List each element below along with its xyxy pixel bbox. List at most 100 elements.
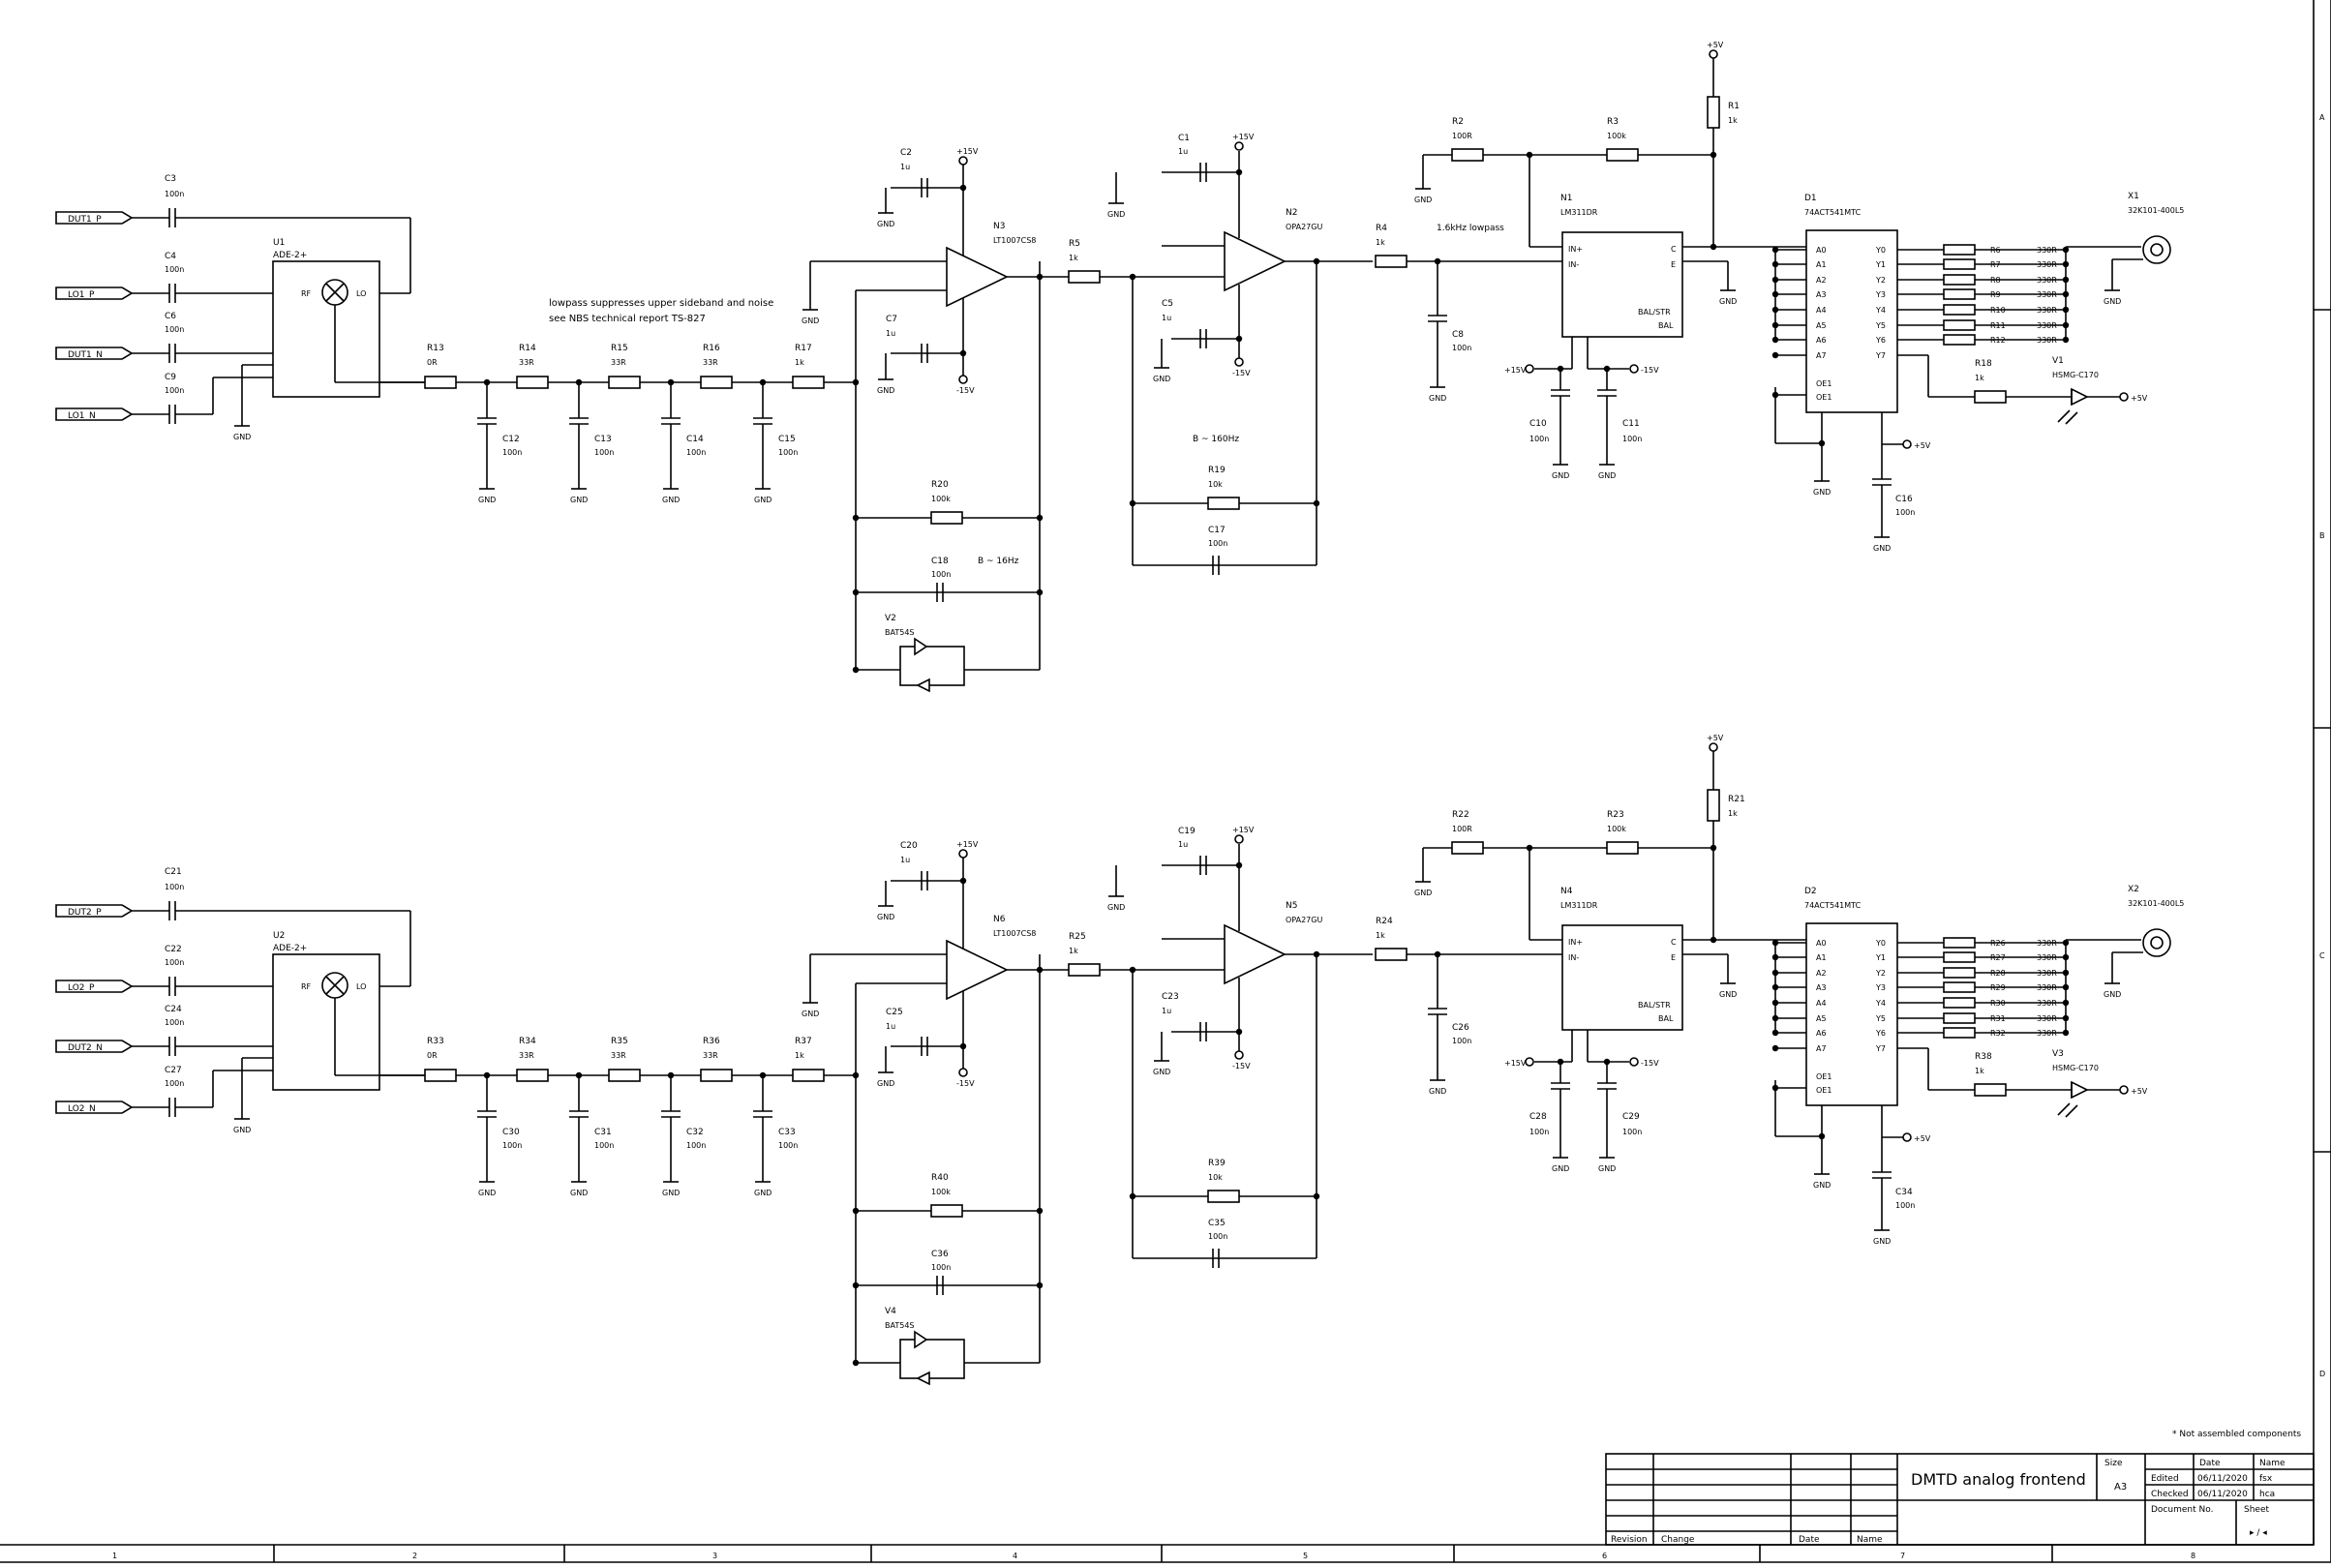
pin-label: A6 [1816, 1029, 1827, 1038]
ref-label: D2 [1804, 887, 1817, 896]
decoupling-capacitor [1199, 329, 1207, 348]
pin-label: Y2 [1875, 969, 1886, 978]
power-port-icon [1234, 357, 1244, 367]
value-label: 100n [1452, 1037, 1471, 1045]
diode-pair-icon [899, 646, 965, 686]
value-label: 330R [2037, 246, 2057, 255]
ladder-capacitor [477, 1110, 497, 1118]
value-label: OPA27GU [1286, 223, 1322, 231]
ref-label: R37 [795, 1037, 812, 1046]
power-label: -15V [1232, 369, 1251, 377]
ref-label: R12 [1990, 336, 2006, 345]
edited-label: Edited [2151, 1474, 2179, 1484]
power-port-icon [2119, 392, 2129, 402]
value-label: 74ACT541MTC [1804, 901, 1862, 910]
power-port-icon [958, 156, 968, 166]
power-label: -15V [956, 386, 975, 395]
ref-label: R38 [1975, 1052, 1992, 1062]
ref-label: R8 [1990, 276, 2001, 285]
value-label: 100R [1452, 132, 1472, 140]
pin-label: LO [356, 289, 366, 298]
led-emission-arrow [2057, 1102, 2071, 1116]
ref-label: R16 [703, 344, 720, 353]
value-label: 100R [1452, 825, 1472, 833]
output-resistor [1943, 937, 1976, 949]
gnd-label: GND [1552, 1164, 1569, 1173]
lowpass-note-line1: lowpass suppresses upper sideband and no… [549, 298, 773, 309]
row-label: B [2319, 531, 2325, 540]
ref-label: C10 [1529, 419, 1547, 429]
value-label: 100n [1895, 508, 1915, 517]
column-label: 8 [2191, 1552, 2195, 1560]
value-label: HSMG-C170 [2052, 371, 2099, 379]
junction-dot [1036, 273, 1044, 281]
value-label: HSMG-C170 [2052, 1064, 2099, 1072]
ladder-resistor [700, 1069, 733, 1082]
junction-dot [1129, 966, 1136, 974]
junction-dot [852, 588, 860, 596]
ref-label: N3 [993, 222, 1005, 231]
value-label: 330R [2037, 983, 2057, 992]
value-label: 330R [2037, 1014, 2057, 1023]
ladder-resistor [516, 1069, 549, 1082]
value-label: BAT54S [885, 628, 914, 637]
value-label: 100n [1622, 1128, 1642, 1136]
gnd-label: GND [570, 1189, 588, 1197]
decoupling-capacitor [1199, 163, 1207, 182]
port-label: DUT1_N [68, 350, 103, 360]
gnd-label: GND [1873, 1237, 1891, 1246]
ladder-resistor [608, 1069, 641, 1082]
ref-label: C3 [165, 174, 176, 184]
decoupling-capacitor [1597, 389, 1617, 397]
row-label: C [2319, 951, 2325, 960]
input-capacitor [168, 977, 176, 996]
gnd-label: GND [1107, 903, 1125, 912]
ref-label: R9 [1990, 290, 2001, 299]
edited-name: fsx [2259, 1474, 2273, 1484]
pin-label: OE1 [1816, 1086, 1832, 1095]
value-label: 330R [2037, 276, 2057, 285]
value-label: 100n [502, 1141, 522, 1150]
size-value: A3 [2114, 1482, 2127, 1493]
output-resistor [1943, 951, 1976, 963]
ref-label: R2 [1452, 117, 1464, 127]
gnd-label: GND [233, 433, 251, 441]
value-label: LM311DR [1560, 208, 1598, 217]
gnd-label: GND [1414, 889, 1432, 897]
pin-label: IN- [1568, 953, 1579, 962]
junction-dot [852, 514, 860, 522]
feedback-capacitor [1212, 556, 1220, 575]
power-label: +5V [2131, 1087, 2148, 1096]
diode-icon [914, 1330, 928, 1349]
value-label: 100n [1452, 344, 1471, 352]
ref-label: R5 [1069, 239, 1080, 249]
power-port-icon [1234, 1050, 1244, 1060]
ref-label: C17 [1208, 526, 1226, 535]
value-label: 100k [1607, 825, 1626, 833]
ladder-resistor [608, 376, 641, 389]
column-label: 1 [112, 1552, 117, 1560]
decoupling-capacitor [921, 871, 928, 890]
value-label: 1u [1162, 314, 1171, 322]
lp-label: 1.6kHz lowpass [1437, 224, 1504, 233]
channel-1: DUT1_PC3100nLO1_PC4100nDUT1_NC6100nLO1_N… [55, 41, 2184, 693]
value-label: 100n [1208, 539, 1227, 548]
ref-label: C12 [502, 435, 520, 444]
pin-label: IN- [1568, 260, 1579, 269]
series-resistor [1068, 270, 1101, 284]
value-label: 100n [165, 386, 184, 395]
output-resistor [1943, 319, 1976, 331]
ref-label: C28 [1529, 1112, 1547, 1122]
ladder-capacitor [569, 1110, 589, 1118]
ref-label: R6 [1990, 246, 2001, 255]
gnd-label: GND [2104, 990, 2121, 999]
pin-label: OE1 [1816, 379, 1832, 388]
opamp-1-icon [946, 939, 1009, 1001]
junction-dot [1710, 151, 1717, 159]
port-connector [55, 211, 134, 225]
ref-label: N5 [1286, 901, 1297, 911]
pin-label: A7 [1816, 1044, 1827, 1053]
ref-label: R10 [1990, 306, 2006, 315]
ladder-resistor [424, 1069, 457, 1082]
name-col: Name [1857, 1535, 1883, 1545]
